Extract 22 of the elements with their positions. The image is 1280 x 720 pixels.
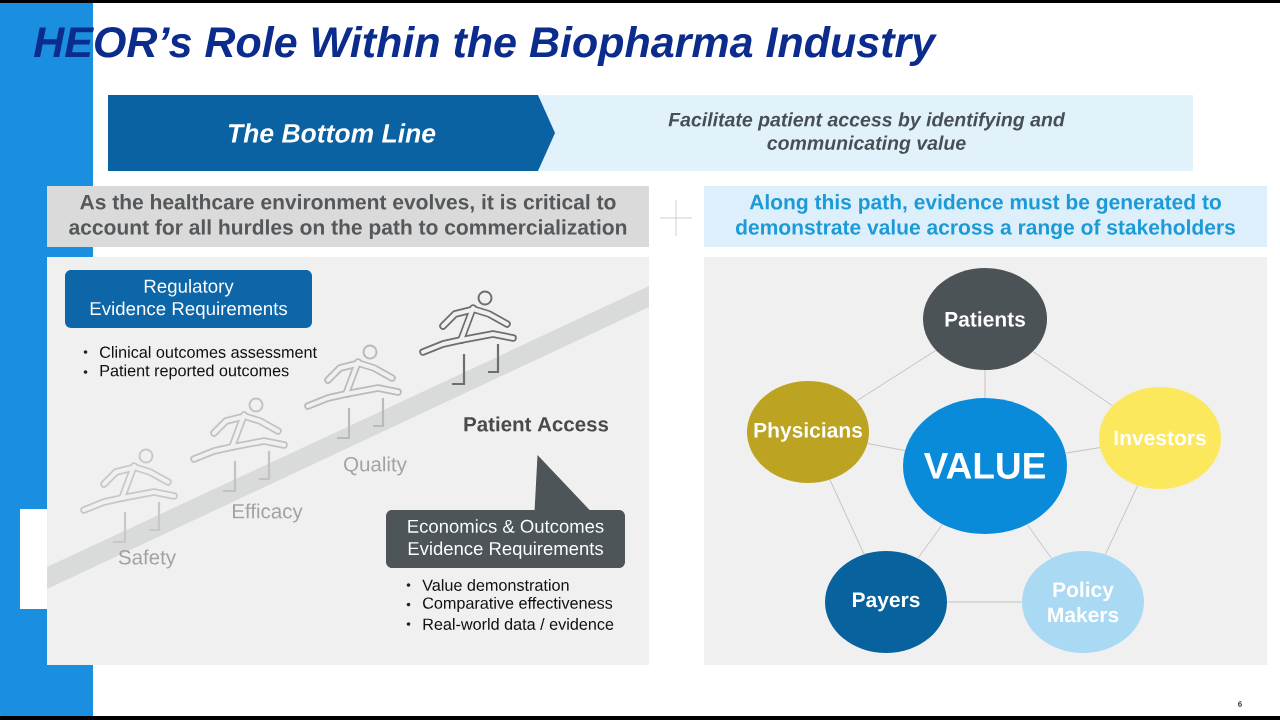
connector-line xyxy=(867,443,906,452)
connector-line xyxy=(917,523,943,559)
connector-line xyxy=(1065,447,1101,454)
hurdle-label: Efficacy xyxy=(233,503,303,523)
connector-line xyxy=(1032,351,1113,407)
requirements-box: Regulatory Evidence Requirements xyxy=(65,270,312,328)
hurdle-label: Safety xyxy=(118,549,177,569)
bullet-item: Clinical outcomes assessment xyxy=(100,346,317,358)
bullet-item: Comparative effectiveness xyxy=(423,596,613,613)
connector-line xyxy=(829,479,865,555)
connector-line xyxy=(1026,524,1052,559)
goal-label: Patient Access xyxy=(464,416,609,432)
bullet-item: Value demonstration xyxy=(422,579,569,591)
connector-line xyxy=(1104,485,1139,555)
heading-band: Along this path, evidence must be generated to demonstrate value across a range of stakeholders xyxy=(704,186,1267,247)
connector-line xyxy=(856,349,937,402)
statement-band: Facilitate patient access by identifying and communicating value xyxy=(540,95,1193,171)
page-number: 6 xyxy=(1238,701,1242,707)
bullet-item: Patient reported outcomes xyxy=(100,364,289,380)
bullet-item: Real-world data / evidence xyxy=(423,618,614,630)
heading-band: As the healthcare environment evolves, it is critical to account for all hurdles on the path to commercialization xyxy=(47,186,649,247)
chevron-banner: The Bottom Line xyxy=(108,95,555,171)
